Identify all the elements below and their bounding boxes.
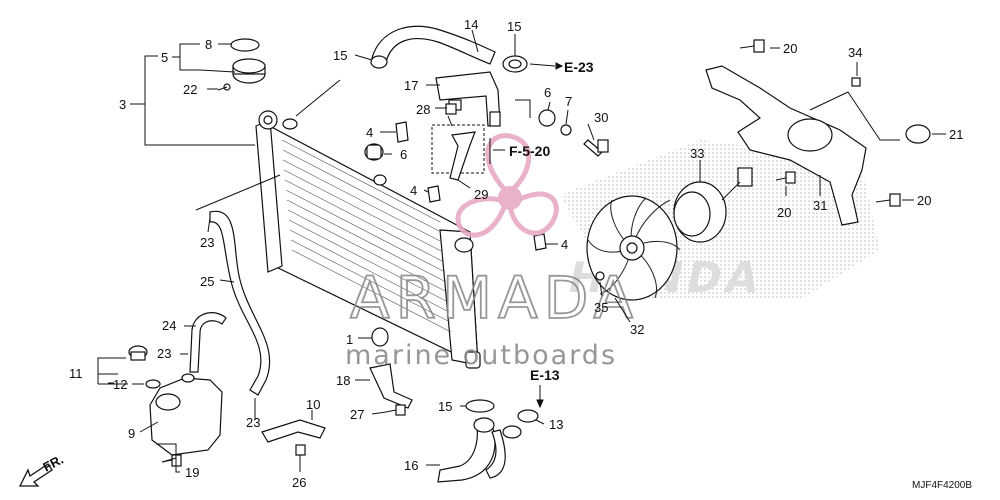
- part-label-20a: 20: [783, 41, 797, 56]
- tank-stay: [261, 419, 326, 443]
- reference-e-13: E-13: [530, 367, 560, 383]
- grommets: [364, 109, 603, 161]
- part-label-4b: 4: [410, 183, 417, 198]
- upper-hose: [370, 25, 528, 73]
- part-label-32: 32: [630, 322, 644, 337]
- reference-labels: E-23 F-5-20 E-13: [509, 59, 594, 383]
- part-label-28: 28: [416, 102, 430, 117]
- watermark-brand: ARMADA: [350, 264, 639, 332]
- part-label-21: 21: [949, 127, 963, 142]
- part-label-23c: 23: [246, 415, 260, 430]
- mount-rubber: [371, 327, 389, 347]
- overflow-tube: [189, 312, 227, 373]
- upper-bracket: [435, 71, 501, 127]
- part-label-30: 30: [594, 110, 608, 125]
- part-label-12: 12: [113, 377, 127, 392]
- part-label-23b: 23: [157, 346, 171, 361]
- part-label-25: 25: [200, 274, 214, 289]
- part-label-20c: 20: [917, 193, 931, 208]
- leader-lines: [97, 29, 946, 473]
- part-label-14: 14: [464, 17, 478, 32]
- reference-e-23: E-23: [564, 59, 594, 75]
- part-label-15b: 15: [333, 48, 347, 63]
- front-direction-arrow: FR.: [18, 452, 66, 487]
- part-label-18: 18: [336, 373, 350, 388]
- part-label-4a: 4: [366, 125, 373, 140]
- lower-bracket: [369, 363, 413, 409]
- part-label-3: 3: [119, 97, 126, 112]
- clips: [395, 121, 547, 251]
- part-label-15c: 15: [438, 399, 452, 414]
- part-label-19: 19: [185, 465, 199, 480]
- part-label-7: 7: [565, 94, 572, 109]
- drawing-code: MJF4F4200B: [912, 480, 972, 491]
- siphon-hose: [209, 210, 271, 396]
- part-label-15a: 15: [507, 19, 521, 34]
- part-label-6a: 6: [544, 85, 551, 100]
- front-direction-label: FR.: [40, 452, 66, 475]
- reference-f-5-20: F-5-20: [509, 143, 550, 159]
- part-label-9: 9: [128, 426, 135, 441]
- part-label-16: 16: [404, 458, 418, 473]
- part-label-29: 29: [474, 187, 488, 202]
- cooling-fan: [586, 195, 681, 301]
- radiator: [255, 110, 481, 369]
- part-label-6b: 6: [400, 147, 407, 162]
- reserve-tank: [128, 345, 223, 467]
- part-label-20b: 20: [777, 205, 791, 220]
- watermark: ARMADA marine outboards: [345, 133, 639, 371]
- part-number-labels: 1 3 4 4 4 5 6 6 7 8 9 10 11 12 13 14 15 …: [69, 17, 963, 490]
- radiator-cap: [217, 38, 266, 91]
- part-label-23a: 23: [200, 235, 214, 250]
- fan-motor: [673, 167, 753, 243]
- watermark-tagline: marine outboards: [345, 340, 617, 371]
- part-label-1: 1: [346, 332, 353, 347]
- fan-shroud: [705, 65, 931, 226]
- part-label-17: 17: [404, 78, 418, 93]
- part-label-22: 22: [183, 82, 197, 97]
- part-label-26: 26: [292, 475, 306, 490]
- part-label-13: 13: [549, 417, 563, 432]
- part-label-5: 5: [161, 50, 168, 65]
- part-label-34: 34: [848, 45, 862, 60]
- part-label-24: 24: [162, 318, 176, 333]
- bolts: [445, 39, 901, 281]
- part-label-11: 11: [69, 366, 83, 381]
- part-label-33: 33: [690, 146, 704, 161]
- part-label-4c: 4: [561, 237, 568, 252]
- part-label-27: 27: [350, 407, 364, 422]
- part-label-10: 10: [306, 397, 320, 412]
- part-label-31: 31: [813, 198, 827, 213]
- lower-hose: [437, 399, 539, 483]
- propeller-logo: [455, 133, 559, 238]
- part-label-8: 8: [205, 37, 212, 52]
- part-label-35: 35: [594, 300, 608, 315]
